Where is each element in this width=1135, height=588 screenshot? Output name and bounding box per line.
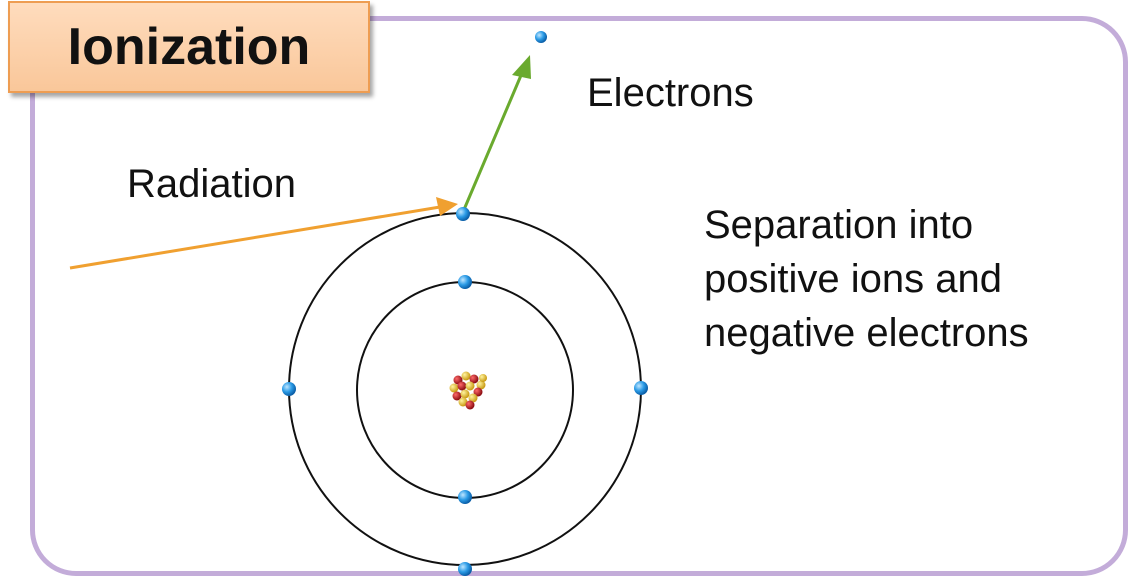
separation-line-2: positive ions and [704, 257, 1002, 301]
nucleus-icon [449, 371, 487, 410]
radiation-arrow [69, 197, 458, 270]
separation-caption: Separation into positive ions and negati… [704, 198, 1029, 360]
electron-outer-top [456, 207, 470, 221]
title-box: Ionization [8, 1, 370, 93]
diagram-frame [30, 16, 1128, 576]
electron-outer-bottom [458, 562, 472, 576]
separation-line-1: Separation into [704, 203, 974, 247]
electron-outer-left [282, 382, 296, 396]
electron-ejection-arrow [461, 55, 531, 213]
separation-line-3: negative electrons [704, 311, 1029, 355]
ejected-electron [535, 31, 547, 43]
electron-outer-right [634, 381, 648, 395]
radiation-label: Radiation [127, 162, 297, 206]
electron-inner-top [458, 275, 472, 289]
electron-inner-bottom [458, 490, 472, 504]
page-title: Ionization [67, 18, 311, 76]
electrons-label: Electrons [587, 71, 754, 115]
